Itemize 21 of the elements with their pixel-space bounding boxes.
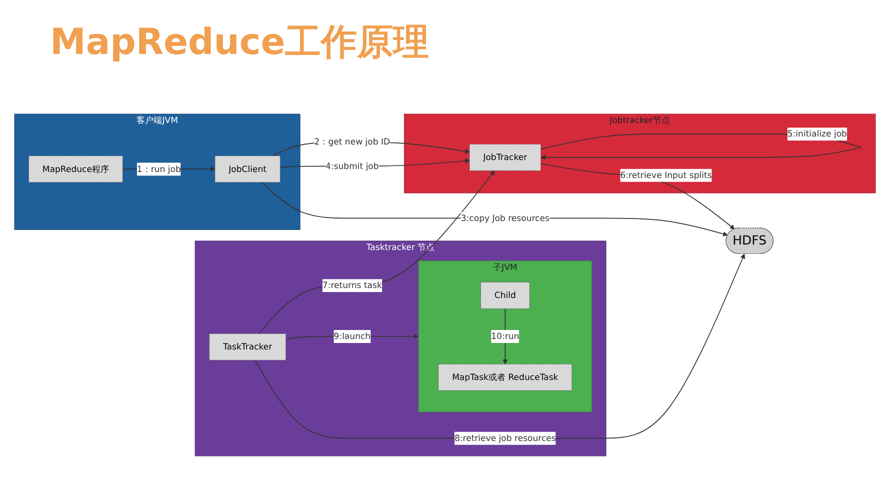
- edge-label: 10:run: [491, 331, 520, 342]
- arrow: [540, 163, 735, 230]
- edge-label: 8:retrieve job resources: [454, 432, 556, 444]
- title: MapReduce工作原理: [50, 21, 430, 65]
- edge-label: 4:submit job: [326, 160, 379, 172]
- arrow: [254, 254, 745, 439]
- edge-label: 3:copy Job resources: [460, 212, 550, 224]
- edge-label: 1：run job: [136, 164, 181, 174]
- node-box: MapReduce程序: [28, 156, 123, 183]
- node-box: TaskTracker: [209, 333, 286, 360]
- edge-label: 2：get new job ID: [314, 136, 390, 147]
- arrow: [261, 182, 728, 236]
- node-box: Child: [480, 282, 530, 309]
- node-box: JobClient: [214, 156, 280, 183]
- edge-label: 6:retrieve Input splits: [620, 170, 712, 180]
- arrow: [258, 170, 495, 334]
- edge-label: 9:launch: [334, 331, 371, 342]
- edge-label: 7:returns task: [322, 280, 382, 290]
- edge-label: 5:initialize job: [787, 128, 847, 139]
- node-box: JobTracker: [469, 144, 542, 171]
- node-box: MapTask或者 ReduceTask: [438, 364, 572, 391]
